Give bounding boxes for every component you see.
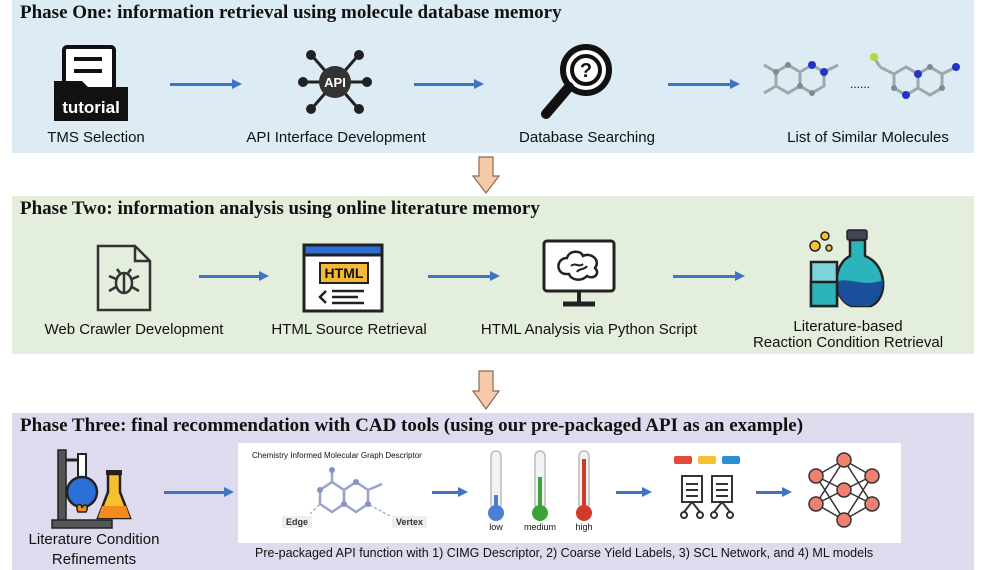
arrow [428, 271, 500, 281]
down-arrow [472, 370, 500, 410]
phase-one-title: Phase One: information retrieval using m… [20, 2, 562, 23]
phase-one-panel: Phase One: information retrieval using m… [12, 0, 974, 153]
thermo-low-label: low [489, 522, 503, 532]
step-literature-based-1: Literature-based [793, 318, 903, 335]
edge-label: Edge [282, 516, 313, 528]
step-tms-selection: TMS Selection [47, 129, 145, 146]
cad-caption: Pre-packaged API function with 1) CIMG D… [255, 546, 874, 560]
thermometer-icon [488, 450, 592, 521]
folder-icon: tutorial [54, 45, 128, 121]
down-arrow [472, 156, 500, 194]
question-mark: ? [580, 60, 592, 82]
arrow [170, 79, 242, 89]
arrow [616, 487, 652, 497]
step-web-crawler: Web Crawler Development [44, 321, 224, 338]
magnifier-question-icon: ? [541, 44, 612, 119]
step-literature-based-2: Reaction Condition Retrieval [752, 334, 944, 351]
step-literature-condition-1: Literature Condition [28, 531, 160, 548]
molecules-icon: ...... [763, 53, 960, 99]
bug-document-icon [96, 244, 152, 312]
flask-icon [809, 229, 885, 308]
step-html-source: HTML Source Retrieval [271, 321, 427, 338]
network-icon [674, 456, 740, 519]
molecular-graph-icon [309, 467, 391, 517]
thermo-high-label: high [575, 522, 593, 532]
api-network-icon: API [298, 50, 372, 114]
molecule-ellipsis: ...... [850, 77, 870, 91]
arrow [432, 487, 468, 497]
thermo-medium-label: medium [523, 522, 557, 532]
brain-monitor-icon [542, 239, 616, 307]
folder-tutorial-text: tutorial [62, 98, 120, 117]
step-api-interface: API Interface Development [246, 129, 426, 146]
neural-network-icon [808, 452, 880, 528]
arrow [668, 79, 740, 89]
arrow [164, 487, 234, 497]
step-html-analysis: HTML Analysis via Python Script [480, 321, 698, 338]
vertex-label: Vertex [392, 516, 428, 528]
phase-two-title: Phase Two: information analysis using on… [20, 198, 540, 219]
arrow [199, 271, 269, 281]
phase-three-title: Phase Three: final recommendation with C… [20, 415, 804, 436]
arrow [673, 271, 745, 281]
arrow [756, 487, 792, 497]
html-browser-icon: HTML [302, 243, 384, 313]
step-literature-condition-2: Refinements [51, 551, 137, 568]
api-text: API [324, 75, 346, 90]
step-database-searching: Database Searching [519, 129, 655, 146]
arrow [414, 79, 484, 89]
lab-apparatus-icon [51, 449, 132, 529]
step-similar-molecules: List of Similar Molecules [787, 129, 949, 146]
html-text: HTML [325, 265, 364, 281]
descriptor-title: Chemistry Informed Molecular Graph Descr… [252, 451, 422, 460]
